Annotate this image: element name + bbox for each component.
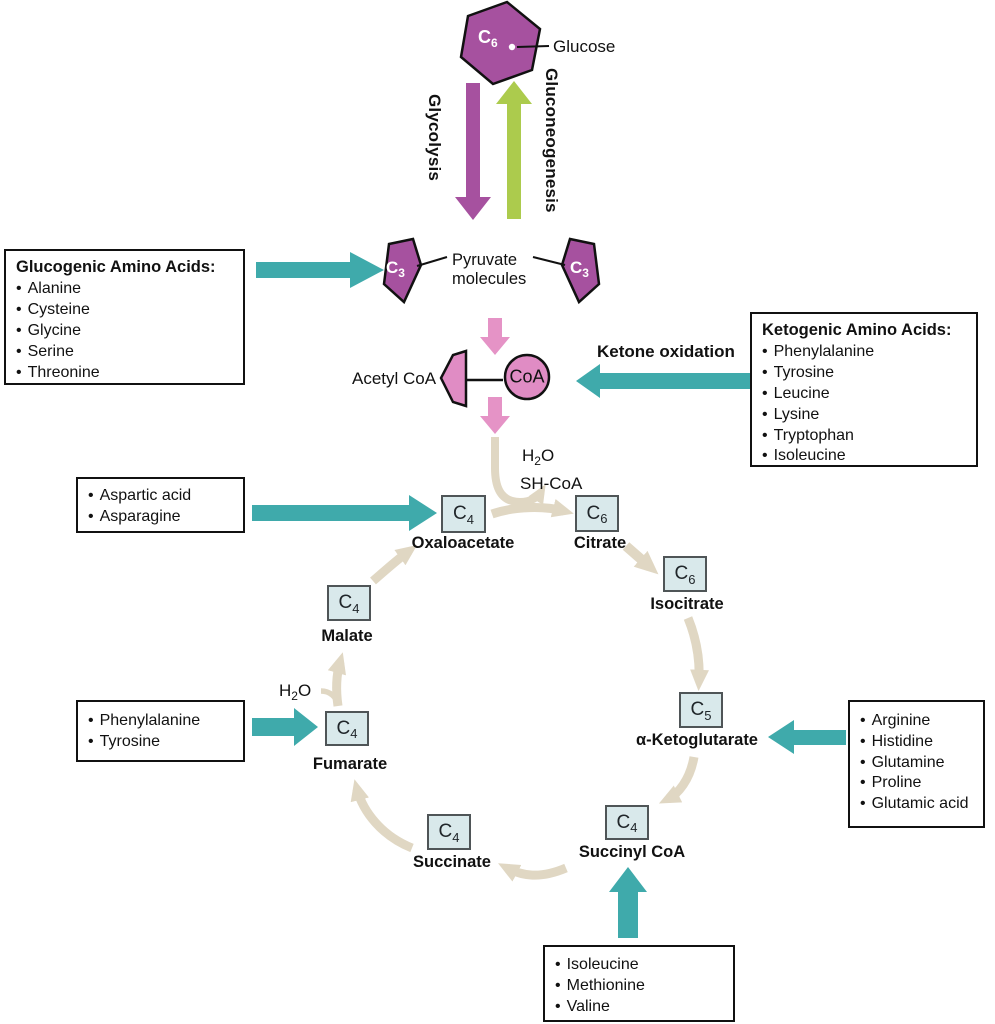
ketone-oxidation-arrow bbox=[576, 364, 750, 398]
glucose-hexagon-shape bbox=[459, 0, 542, 86]
acetyl-entry-curve bbox=[491, 437, 546, 507]
pyruvate-right-shape bbox=[560, 237, 601, 305]
pyruvate-left-connector bbox=[416, 256, 448, 267]
amino-acid-item: Glutamine bbox=[860, 753, 973, 774]
label-succinyl-coa: Succinyl CoA bbox=[578, 843, 686, 861]
acetyl-coa-shape bbox=[439, 349, 468, 408]
acetyl-to-cycle-arrow bbox=[480, 397, 510, 434]
amino-acid-item: Arginine bbox=[860, 711, 973, 732]
amino-acid-item: Aspartic acid bbox=[88, 486, 233, 507]
pyruvate-right-connector bbox=[532, 256, 566, 266]
pyruvate-left-shape bbox=[382, 237, 423, 305]
label-malate: Malate bbox=[321, 627, 373, 645]
ketogenic-amino-acids-box: Ketogenic Amino Acids: Phenylalanine Tyr… bbox=[750, 312, 978, 467]
glucose-connector-dot bbox=[508, 43, 516, 51]
label-isocitrate: Isocitrate bbox=[650, 595, 724, 613]
ketoglutarate-feed-arrow bbox=[768, 720, 846, 754]
arrow-malate-oxaloacetate bbox=[370, 545, 418, 585]
amino-acid-item: Asparagine bbox=[88, 507, 233, 528]
label-succinate: Succinate bbox=[413, 853, 491, 871]
ketoglutarate-feed-list: Arginine Histidine Glutamine Proline Glu… bbox=[860, 711, 973, 815]
amino-acid-item: Valine bbox=[555, 997, 723, 1018]
pyruvate-label-line1: Pyruvate bbox=[452, 251, 518, 269]
amino-acid-item: Glutamic acid bbox=[860, 794, 973, 815]
glucogenic-amino-acids-box: Glucogenic Amino Acids: Alanine Cysteine… bbox=[4, 249, 245, 385]
arrow-succinate-fumarate bbox=[350, 779, 414, 853]
amino-acid-item: Tyrosine bbox=[762, 363, 966, 384]
amino-acid-item: Alanine bbox=[16, 279, 233, 300]
fumarate-feed-box: Phenylalanine Tyrosine bbox=[76, 700, 245, 762]
pyruvate-left-symbol: C3 bbox=[386, 258, 405, 280]
glucose-symbol: C6 bbox=[478, 27, 498, 50]
h2o-label-fumarate: H2O bbox=[279, 681, 312, 703]
oxaloacetate-feed-box: Aspartic acid Asparagine bbox=[76, 477, 245, 533]
glycolysis-arrow bbox=[455, 83, 491, 220]
arrow-citrate-isocitrate bbox=[622, 542, 659, 575]
arrow-ketoglutarate-succinylcoa bbox=[658, 756, 699, 804]
oxaloacetate-feed-arrow bbox=[252, 495, 437, 531]
amino-acid-item: Tyrosine bbox=[88, 732, 233, 753]
ketone-oxidation-label: Ketone oxidation bbox=[597, 342, 735, 361]
amino-acid-item: Leucine bbox=[762, 384, 966, 405]
oxaloacetate-feed-list: Aspartic acid Asparagine bbox=[88, 486, 233, 528]
amino-acid-item: Serine bbox=[16, 342, 233, 363]
label-oxaloacetate: Oxaloacetate bbox=[411, 534, 515, 552]
coa-circle bbox=[503, 353, 551, 401]
fumarate-feed-list: Phenylalanine Tyrosine bbox=[88, 711, 233, 753]
glucogenic-box-list: Alanine Cysteine Glycine Serine Threonin… bbox=[16, 279, 233, 383]
amino-acid-item: Tryptophan bbox=[762, 426, 966, 447]
succinyl-coa-feed-list: Isoleucine Methionine Valine bbox=[555, 955, 723, 1017]
amino-acid-item: Isoleucine bbox=[555, 955, 723, 976]
glycolysis-label: Glycolysis bbox=[425, 94, 444, 182]
sh-coa-label: SH-CoA bbox=[520, 474, 583, 493]
amino-acid-item: Phenylalanine bbox=[88, 711, 233, 732]
amino-acid-item: Lysine bbox=[762, 405, 966, 426]
label-fumarate: Fumarate bbox=[312, 755, 388, 773]
arrow-succinylcoa-succinate bbox=[498, 863, 568, 882]
succinyl-coa-feed-box: Isoleucine Methionine Valine bbox=[543, 945, 735, 1022]
pyruvate-right-symbol: C3 bbox=[570, 258, 589, 280]
amino-acid-item: Phenylalanine bbox=[762, 342, 966, 363]
arrow-oxaloacetate-citrate bbox=[490, 499, 574, 519]
label-citrate: Citrate bbox=[573, 534, 627, 552]
amino-acid-item: Cysteine bbox=[16, 300, 233, 321]
arrow-isocitrate-ketoglutarate bbox=[683, 616, 709, 692]
succinyl-feed-arrow bbox=[609, 867, 647, 938]
amino-acid-item: Isoleucine bbox=[762, 446, 966, 467]
glucogenic-feed-arrow bbox=[256, 252, 384, 288]
ketogenic-box-list: Phenylalanine Tyrosine Leucine Lysine Tr… bbox=[762, 342, 966, 467]
amino-acid-item: Methionine bbox=[555, 976, 723, 997]
amino-acid-item: Proline bbox=[860, 773, 973, 794]
ketoglutarate-feed-box: Arginine Histidine Glutamine Proline Glu… bbox=[848, 700, 985, 828]
pyruvate-to-acetyl-arrow bbox=[480, 318, 510, 355]
h2o-label-top: H2O bbox=[522, 446, 555, 468]
glucose-connector-line bbox=[516, 45, 550, 48]
label-alpha-ketoglutarate: α-Ketoglutarate bbox=[636, 731, 758, 749]
ketogenic-box-title: Ketogenic Amino Acids: bbox=[762, 321, 952, 339]
amino-acid-item: Histidine bbox=[860, 732, 973, 753]
amino-acid-item: Glycine bbox=[16, 321, 233, 342]
glucogenic-box-title: Glucogenic Amino Acids: bbox=[16, 258, 216, 276]
fumarate-feed-arrow bbox=[252, 708, 318, 746]
pyruvate-label: Pyruvate molecules bbox=[452, 251, 526, 289]
arrow-fumarate-malate bbox=[327, 652, 346, 707]
amino-acid-item: Threonine bbox=[16, 363, 233, 384]
gluconeogenesis-label: Gluconeogenesis bbox=[542, 68, 561, 213]
acetyl-coa-label: Acetyl CoA bbox=[352, 369, 437, 388]
gluconeogenesis-arrow bbox=[496, 81, 532, 219]
coa-label: CoA bbox=[509, 366, 545, 387]
pyruvate-label-line2: molecules bbox=[452, 270, 527, 288]
glucose-label: Glucose bbox=[553, 37, 616, 56]
